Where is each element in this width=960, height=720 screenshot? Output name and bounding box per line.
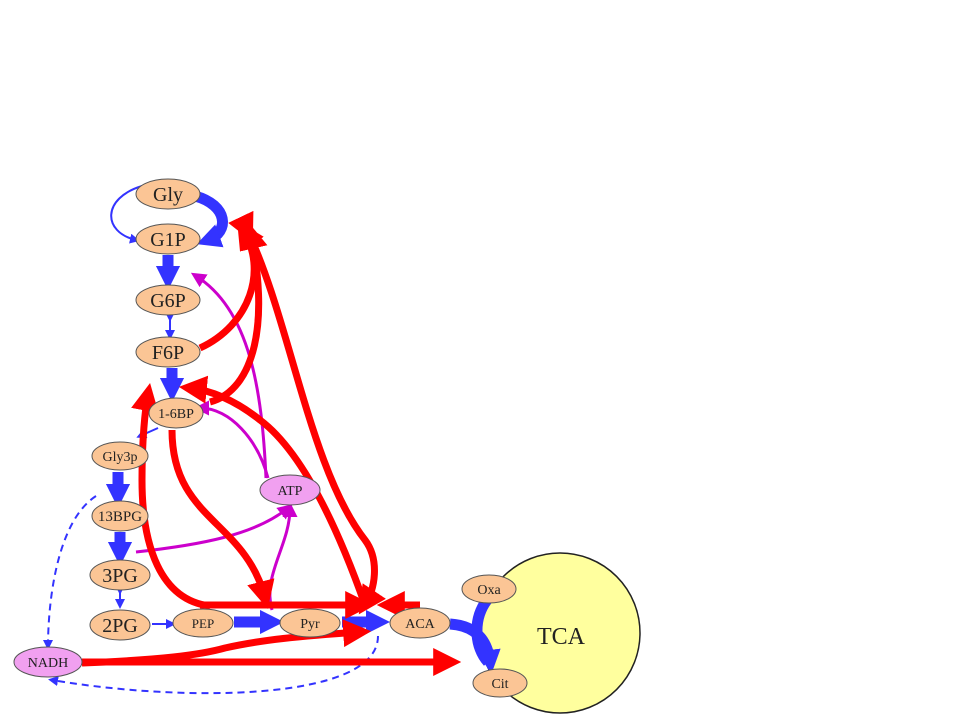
metabolite-nodes: Gly G1P G6P F6P 1-6BP Gly3p 13BPG 3PG [13, 178, 528, 698]
node-13bpg-label: 13BPG [98, 509, 142, 525]
node-fructose-bisphosphate[interactable]: 1-6BP [148, 397, 204, 429]
fbp-to-pyr-red-flux [168, 429, 275, 609]
node-pyr[interactable]: Pyr [279, 608, 341, 638]
pyr-to-atp-regulation [268, 502, 298, 611]
node-f6p[interactable]: F6P [135, 336, 201, 368]
node-atp-label: ATP [278, 484, 303, 499]
node-g6p[interactable]: G6P [135, 284, 201, 316]
blue-flux-arrows [105, 185, 501, 675]
node-atp[interactable]: ATP [259, 474, 321, 506]
node-aca[interactable]: ACA [389, 607, 451, 639]
f6p-to-g1p-red-flux [198, 220, 264, 352]
node-oxa-label: Oxa [477, 583, 501, 598]
13bpg-to-nadh-dashed [43, 495, 97, 650]
g1p-to-aca-red-flux [228, 210, 386, 615]
node-f6p-label: F6P [152, 342, 184, 364]
node-3pg[interactable]: 3PG [89, 559, 151, 591]
node-2pg[interactable]: 2PG [89, 609, 151, 641]
aca-to-fbp-red-flux [178, 375, 369, 607]
node-pep[interactable]: PEP [172, 608, 234, 638]
node-g1p-label: G1P [150, 229, 186, 251]
node-gly3p[interactable]: Gly3p [91, 441, 149, 471]
oxa-to-cit-flux [471, 596, 493, 666]
gly-to-g1p-flux [110, 185, 143, 244]
node-aca-label: ACA [405, 617, 435, 632]
node-oxa[interactable]: Oxa [461, 574, 517, 604]
node-gly-label: Gly [153, 184, 183, 206]
node-pep-label: PEP [192, 616, 214, 631]
node-nadh-label: NADH [28, 656, 68, 671]
node-gly3p-label: Gly3p [103, 450, 138, 465]
node-2pg-label: 2PG [102, 615, 138, 637]
node-g6p-label: G6P [150, 290, 186, 312]
node-nadh[interactable]: NADH [13, 646, 83, 678]
node-fbp-label: 1-6BP [158, 407, 194, 422]
node-pyr-label: Pyr [300, 617, 320, 632]
tca-label: TCA [537, 624, 586, 650]
node-cit-label: Cit [491, 677, 508, 692]
purple-regulation-arrows [135, 272, 298, 611]
node-gly[interactable]: Gly [135, 178, 201, 210]
node-cit[interactable]: Cit [472, 668, 528, 698]
node-13bpg[interactable]: 13BPG [91, 500, 149, 532]
node-g1p[interactable]: G1P [135, 223, 201, 255]
g1p-to-gly-flux [193, 190, 228, 248]
pep-to-fbp-red-flux [131, 382, 211, 610]
node-3pg-label: 3PG [102, 565, 138, 587]
